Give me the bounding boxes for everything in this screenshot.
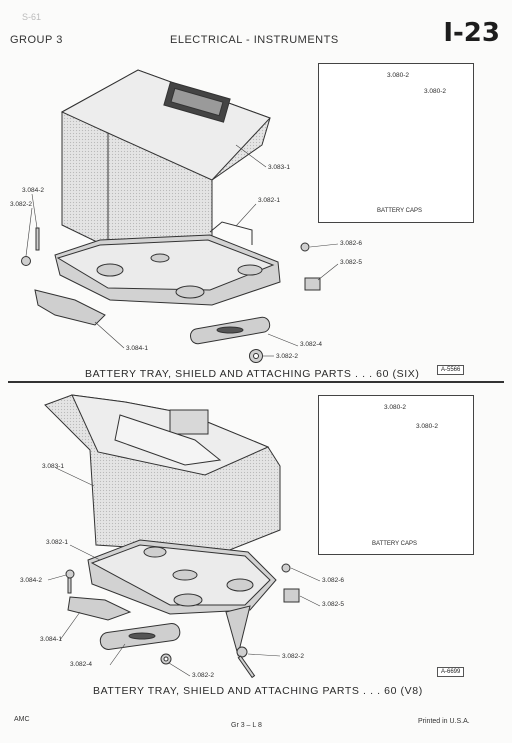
art-number-six: A-5566 [437, 365, 465, 375]
label-bolt-a-six: 3.084-2 [22, 187, 45, 194]
label-nut-v8: 3.082-2 [192, 672, 215, 679]
label-screw-six: 3.082-6 [340, 240, 363, 247]
footer-publisher: AMC [14, 716, 30, 723]
footer-printed: Printed in U.S.A. [418, 718, 470, 725]
label-tray-v8: 3.082-1 [46, 539, 69, 546]
label-clip-six: 3.082-5 [340, 259, 363, 266]
label-tray-six: 3.082-1 [258, 197, 281, 204]
label-bolt-b-six: 3.082-2 [10, 201, 33, 208]
label-bracket-v8: 3.084-1 [40, 636, 63, 643]
label-hold-down-v8: 3.082-4 [70, 661, 93, 668]
page-number: I-23 [443, 18, 500, 48]
figure-divider [8, 381, 504, 383]
battery-tray-v8 [87, 539, 277, 657]
figure-caption-v8: BATTERY TRAY, SHIELD AND ATTACHING PARTS… [93, 685, 423, 697]
battery-shield-six [60, 69, 271, 276]
group-heading: GROUP 3 [10, 34, 63, 46]
label-bolt-v8: 3.084-2 [20, 577, 43, 584]
label-cap-right-v8: 3.080-2 [416, 423, 439, 430]
label-cap-right-six: 3.080-2 [424, 88, 447, 95]
figure-caption-six: BATTERY TRAY, SHIELD AND ATTACHING PARTS… [85, 368, 420, 380]
label-screw-v8: 3.082-6 [322, 577, 345, 584]
label-cap-left-six: 3.080-2 [387, 72, 410, 79]
attaching-hardware-six [21, 227, 321, 363]
label-long-bolt-v8: 3.082-2 [282, 653, 305, 660]
battery-caps-inset-v8 [318, 395, 474, 555]
section-heading: ELECTRICAL - INSTRUMENTS [170, 34, 339, 46]
label-shield-v8: 3.083-1 [42, 463, 65, 470]
battery-caps-inset-six [318, 63, 474, 223]
label-nut-six: 3.082-2 [276, 353, 299, 360]
label-cap-left-v8: 3.080-2 [384, 404, 407, 411]
label-bracket-six: 3.084-1 [126, 345, 149, 352]
footer-page-ref: Gr 3 – L 8 [231, 722, 262, 729]
battery-tray-six [54, 221, 281, 306]
art-number-v8: A-6699 [437, 667, 465, 677]
label-hold-down-six: 3.082-4 [300, 341, 323, 348]
inset-caption-six: BATTERY CAPS [377, 208, 423, 214]
attaching-hardware-v8 [65, 563, 300, 679]
label-clip-v8: 3.082-5 [322, 601, 345, 608]
inset-caption-v8: BATTERY CAPS [372, 541, 418, 547]
page-stamp: S-61 [22, 12, 42, 22]
label-shield-six: 3.083-1 [268, 164, 291, 171]
battery-shield-v8 [44, 394, 281, 554]
